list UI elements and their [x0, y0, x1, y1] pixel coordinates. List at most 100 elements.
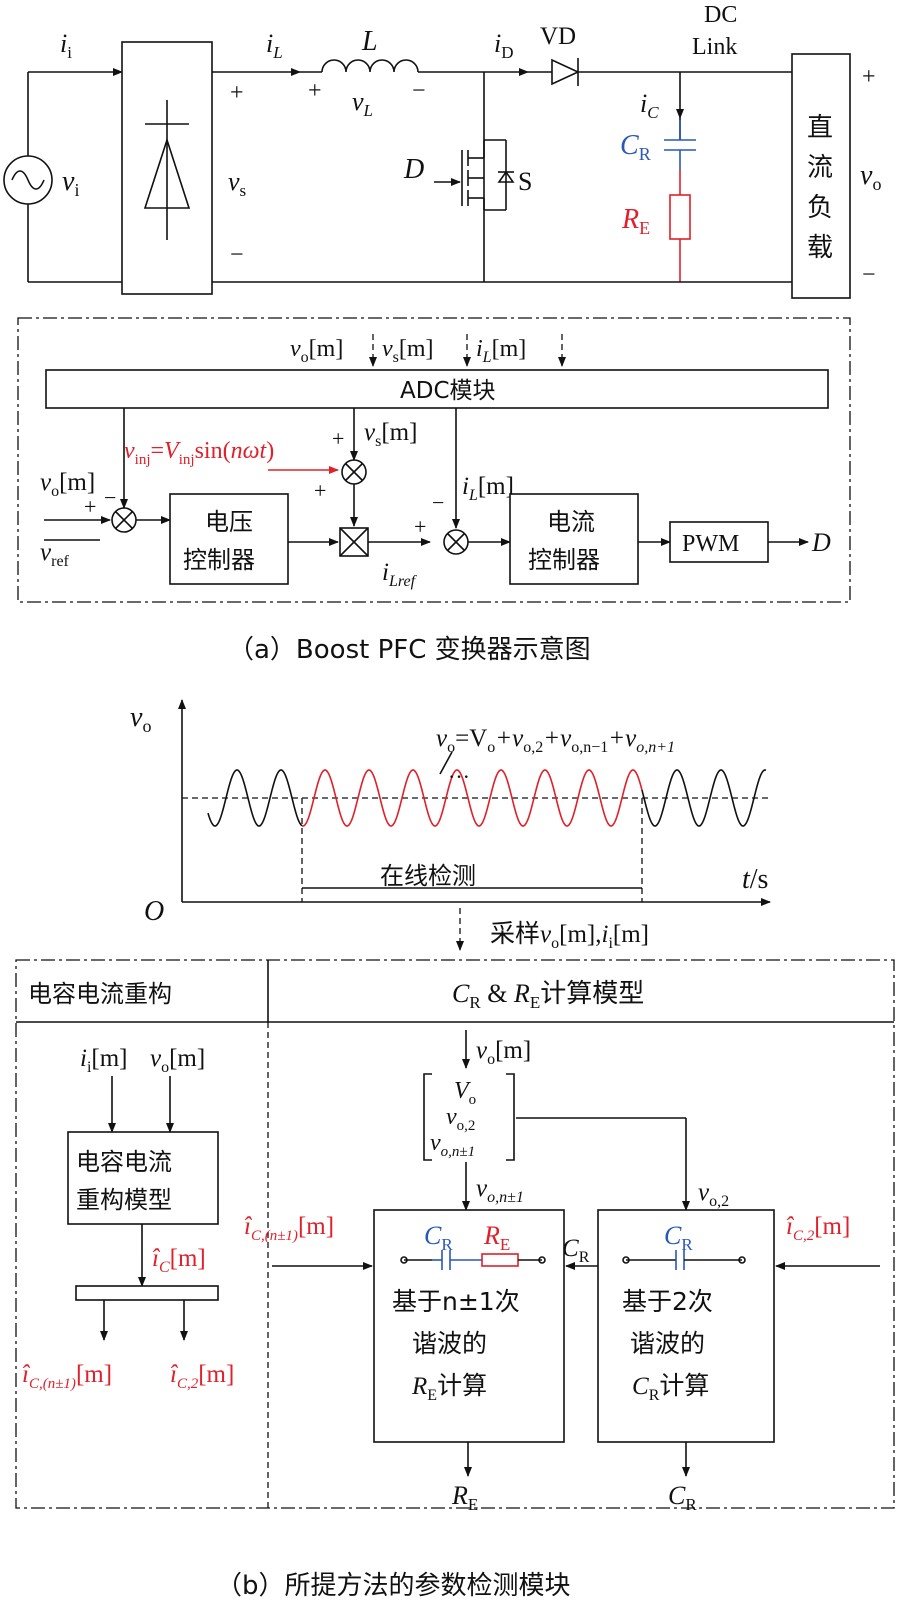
iC-label: iC — [640, 89, 659, 122]
cap-current-recon-block — [67, 1131, 219, 1225]
von1-label: vo,n±1 — [476, 1175, 524, 1206]
L-label: L — [361, 26, 378, 57]
cr-box-line3: CR计算 — [632, 1371, 709, 1404]
iD-label: iD — [494, 29, 514, 62]
vi-label: vi — [62, 166, 79, 200]
vL-label: vL — [352, 87, 373, 120]
boost-pfc-circuit: ii vi + − vs iL L + − vL iD VD — [3, 2, 881, 299]
cr-box-line1: 基于2次 — [622, 1287, 713, 1316]
multiplier-block — [339, 527, 369, 557]
ic-n1-input: îC,(n±1)[m] — [244, 1213, 334, 1244]
vo2-label: vo,2 — [698, 1179, 729, 1210]
vinj-equation: vinj=Vinjsin(nωt) — [124, 438, 274, 468]
load-char-2: 流 — [807, 153, 833, 183]
adc-input-vs: vs[m] — [382, 336, 434, 366]
vd-label: VD — [540, 23, 576, 50]
voltage-ctrl-line1: 电压 — [205, 508, 253, 536]
out-ic-2: îC,2[m] — [170, 1361, 234, 1392]
adc-label: ADC模块 — [400, 378, 496, 404]
vref-label: vref — [40, 539, 70, 570]
iLref-label: iLref — [382, 559, 418, 590]
vo-plus: + — [862, 64, 876, 90]
vL-minus: − — [412, 78, 426, 104]
origin-label: O — [144, 896, 164, 927]
online-detect-label: 在线检测 — [380, 862, 476, 890]
waveform-red-segment — [301, 769, 643, 827]
summing-junction-1 — [111, 507, 137, 533]
summing-junction-2 — [443, 529, 469, 555]
current-ctrl-line1: 电流 — [547, 508, 595, 536]
voltage-controller-block — [169, 493, 289, 585]
iL-m-label: iL[m] — [462, 473, 514, 504]
sine-glyph-icon — [11, 170, 45, 190]
dc-load-block — [791, 53, 851, 299]
vo-minus: − — [862, 262, 876, 288]
diode-vd-icon — [551, 58, 580, 86]
sum1-minus: − — [104, 485, 116, 510]
input-vo-left: vo[m] — [150, 1045, 205, 1076]
detection-module: 电容电流重构 CR & RE计算模型 ii[m] vo[m] 电容电流 重构模型… — [15, 959, 895, 1514]
re-calc-block — [373, 1209, 565, 1443]
cr-box-line2: 谐波的 — [630, 1329, 705, 1358]
waveform-black-end — [641, 769, 767, 827]
load-char-3: 负 — [807, 193, 833, 223]
link-label: Link — [692, 34, 737, 60]
D-gate-label: D — [403, 154, 424, 185]
left-title: 电容电流重构 — [28, 980, 172, 1008]
y-axis-label: vo — [130, 702, 151, 736]
x-axis-label: t/s — [742, 864, 768, 895]
splitter-bar — [75, 1285, 219, 1301]
recon-line1: 电容电流 — [76, 1148, 172, 1176]
sum1-plus: + — [84, 494, 96, 519]
vL-plus: + — [308, 78, 322, 104]
adc-input-vo: vo[m] — [290, 336, 343, 366]
ic-hat-label: îC[m] — [152, 1245, 206, 1276]
waveform-black-start — [207, 769, 303, 827]
dc-label: DC — [704, 2, 737, 28]
CR-label: CR — [620, 130, 651, 164]
cr-box-cr-sym: CR — [664, 1221, 693, 1254]
re-output: RE — [451, 1481, 478, 1514]
caption-b: （b）所提方法的参数检测模块 — [216, 1571, 571, 1601]
detect-frame — [15, 959, 895, 1509]
RE-label: RE — [621, 204, 650, 238]
cr-calc-block — [597, 1209, 775, 1443]
cr-output: CR — [668, 1481, 697, 1514]
summing-junction-vs — [341, 459, 367, 485]
control-loop: vo[m] vs[m] iL[m] ADC模块 vo[m] + − vref 电… — [17, 317, 851, 603]
D-out-label: D — [811, 528, 831, 557]
load-char-1: 直 — [807, 113, 833, 143]
vec-von1: vo,n±1 — [430, 1130, 475, 1160]
recon-line2: 重构模型 — [76, 1186, 172, 1214]
vs-plus: + — [230, 80, 244, 106]
vo-waveform-chart: vo O t/s 在线检测 vo=Vo+vo,2+vo,n−1+vo,n+1 ·… — [130, 699, 771, 927]
iL-label: iL — [266, 29, 283, 62]
adc-input-iL: iL[m] — [476, 336, 526, 366]
pwm-label: PWM — [682, 531, 739, 557]
right-title: CR & RE计算模型 — [452, 979, 644, 1012]
control-frame — [17, 317, 851, 603]
input-ii: ii[m] — [80, 1045, 128, 1076]
inductor-icon — [321, 59, 419, 73]
vo-m-label: vo[m] — [40, 469, 95, 500]
sum2-minus: − — [432, 490, 444, 515]
ii-label: ii — [60, 29, 72, 62]
out-ic-n1: îC,(n±1)[m] — [22, 1361, 112, 1392]
vo-label: vo — [860, 160, 881, 194]
cr-link-label: CR — [562, 1235, 590, 1266]
ic-2-input: îC,2[m] — [786, 1213, 850, 1244]
voltage-ctrl-line2: 控制器 — [183, 546, 255, 574]
vs-label: vs — [228, 167, 246, 200]
vec-vo2: vo,2 — [446, 1104, 475, 1134]
current-ctrl-line2: 控制器 — [528, 546, 600, 574]
vs-sum-plus-left: + — [314, 478, 326, 503]
vs-sum-plus-top: + — [332, 426, 344, 451]
input-vo-right: vo[m] — [476, 1037, 531, 1068]
re-box-line2: 谐波的 — [412, 1329, 487, 1358]
pwm-block — [669, 521, 769, 563]
current-controller-block — [509, 493, 639, 585]
ellipsis: ··· — [448, 764, 470, 789]
vec-Vo: Vo — [454, 1078, 476, 1108]
sum2-plus: + — [414, 514, 426, 539]
